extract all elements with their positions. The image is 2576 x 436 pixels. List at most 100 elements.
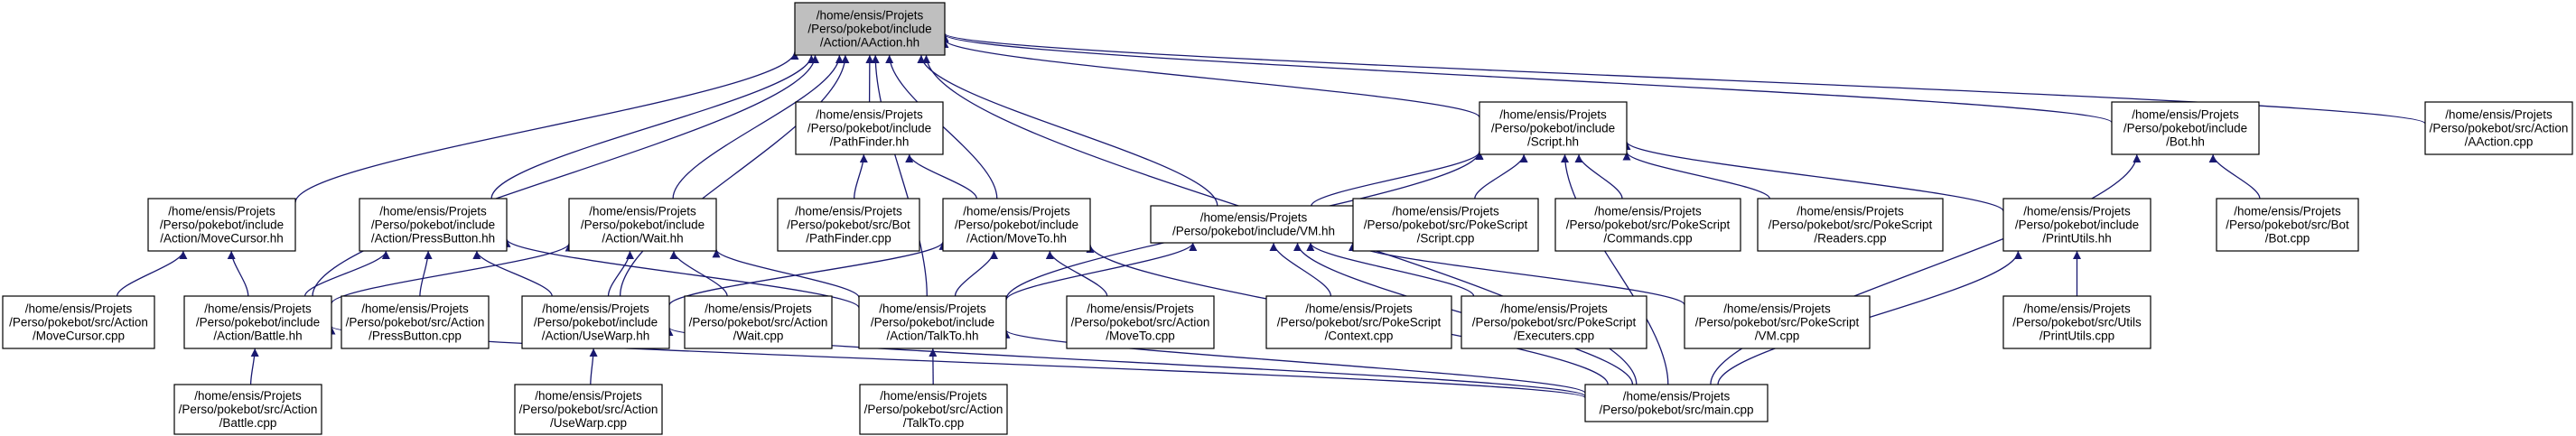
node-label-line: /home/ensis/Projets — [880, 389, 987, 403]
node-label-line: /Perso/pokebot/src/Action — [2430, 122, 2569, 135]
node-usewarp-hh[interactable]: /home/ensis/Projets/Perso/pokebot/includ… — [521, 295, 670, 349]
edge-usewarp-hh-to-wait-hh — [607, 250, 634, 297]
edge-context-cpp-to-vm-hh — [1269, 242, 1332, 297]
node-box — [1584, 384, 1769, 422]
node-pathfinder-hh[interactable]: /home/ensis/Projets/Perso/pokebot/includ… — [795, 101, 944, 155]
node-box — [1461, 295, 1647, 349]
edge-usewarp-cpp-to-usewarp-hh — [589, 348, 598, 385]
edge-battle-cpp-to-battle-hh — [249, 348, 259, 385]
node-label-line: /Action/AAction.hh — [820, 36, 919, 50]
edge-talkto-hh-to-moveto-hh — [954, 250, 998, 297]
node-label-line: /home/ensis/Projets — [879, 302, 986, 316]
node-box — [147, 198, 296, 252]
node-label-line: /TalkTo.cpp — [903, 416, 965, 430]
edge-talkto-hh-to-aaction-hh — [871, 54, 928, 297]
edge-pressbutton-cpp-to-pressbutton-hh — [419, 250, 433, 297]
node-label-line: /PathFinder.hh — [830, 135, 910, 149]
node-label-line: /home/ensis/Projets — [816, 108, 923, 122]
edge-main-cpp-to-talkto-hh — [1002, 329, 1586, 394]
node-label-line: /Perso/pokebot/include — [2015, 218, 2139, 232]
edge-bot-hh-to-aaction-hh — [940, 33, 2113, 124]
node-printutils-cpp[interactable]: /home/ensis/Projets/Perso/pokebot/src/Ut… — [2002, 295, 2151, 349]
node-label-line: /Perso/pokebot/include — [871, 316, 994, 329]
node-label-line: /Perso/pokebot/src/main.cpp — [1599, 404, 1753, 417]
node-wait-hh[interactable]: /home/ensis/Projets/Perso/pokebot/includ… — [568, 198, 717, 252]
node-box — [341, 295, 490, 349]
node-label-line: /Perso/pokebot/src/Action — [689, 316, 828, 329]
edge-script-hh-to-aaction-hh — [940, 39, 1480, 118]
node-box — [183, 295, 332, 349]
node-pressbutton-hh[interactable]: /home/ensis/Projets/Perso/pokebot/includ… — [359, 198, 508, 252]
node-label-line: /Perso/pokebot/src/Action — [519, 403, 658, 416]
node-battle-hh[interactable]: /home/ensis/Projets/Perso/pokebot/includ… — [183, 295, 332, 349]
node-box — [1757, 198, 1944, 252]
node-label-line: /Perso/pokebot/src/Utils — [2012, 316, 2142, 329]
node-label-line: /Perso/pokebot/src/Action — [1071, 316, 1210, 329]
node-label-line: /home/ensis/Projets — [2023, 205, 2131, 218]
node-label-line: /Perso/pokebot/include — [807, 122, 931, 135]
node-box — [1066, 295, 1215, 349]
node-moveto-cpp[interactable]: /home/ensis/Projets/Perso/pokebot/src/Ac… — [1066, 295, 1215, 349]
node-box — [2111, 101, 2260, 155]
node-vm-hh[interactable]: /home/ensis/Projets/Perso/pokebot/includ… — [1150, 205, 1358, 244]
node-executers-cpp[interactable]: /home/ensis/Projets/Perso/pokebot/src/Po… — [1461, 295, 1647, 349]
node-label-line: /Perso/pokebot/src/PokeScript — [1277, 316, 1442, 329]
node-box — [1265, 295, 1452, 349]
edge-talkto-hh-to-pressbutton-hh — [502, 238, 860, 309]
node-script-hh[interactable]: /home/ensis/Projets/Perso/pokebot/includ… — [1479, 101, 1628, 155]
node-label-line: /Script.cpp — [1417, 232, 1475, 246]
node-movecursor-hh[interactable]: /home/ensis/Projets/Perso/pokebot/includ… — [147, 198, 296, 252]
node-context-cpp[interactable]: /home/ensis/Projets/Perso/pokebot/src/Po… — [1265, 295, 1452, 349]
node-main-cpp[interactable]: /home/ensis/Projets/Perso/pokebot/src/ma… — [1584, 384, 1769, 422]
node-label-line: /Perso/pokebot/include — [955, 218, 1078, 232]
edge-readers-cpp-to-script-hh — [1622, 152, 1770, 199]
node-box — [1554, 198, 1741, 252]
node-label-line: /Perso/pokebot/src/PokeScript — [1695, 316, 1860, 329]
edge-usewarp-hh-to-moveto-hh — [668, 241, 947, 306]
node-label-line: /home/ensis/Projets — [705, 302, 812, 316]
node-label-line: /home/ensis/Projets — [1594, 205, 1702, 218]
node-label-line: /PressButton.cpp — [369, 329, 462, 343]
edge-talkto-hh-to-wait-hh — [712, 249, 860, 298]
node-aaction-cpp[interactable]: /home/ensis/Projets/Perso/pokebot/src/Ac… — [2424, 101, 2573, 155]
node-label-line: /home/ensis/Projets — [535, 389, 642, 403]
node-label-line: /home/ensis/Projets — [1200, 211, 1308, 225]
node-aaction-hh[interactable]: /home/ensis/Projets/Perso/pokebot/includ… — [794, 2, 946, 56]
node-vm-cpp[interactable]: /home/ensis/Projets/Perso/pokebot/src/Po… — [1684, 295, 1871, 349]
node-label-line: /home/ensis/Projets — [361, 302, 469, 316]
edge-wait-cpp-to-wait-hh — [669, 250, 728, 297]
node-moveto-hh[interactable]: /home/ensis/Projets/Perso/pokebot/includ… — [942, 198, 1091, 252]
node-label-line: /home/ensis/Projets — [2445, 108, 2553, 122]
node-box — [858, 295, 1007, 349]
edge-executers-cpp-to-vm-hh — [1306, 242, 1475, 297]
node-wait-cpp[interactable]: /home/ensis/Projets/Perso/pokebot/src/Ac… — [684, 295, 833, 349]
node-commands-cpp[interactable]: /home/ensis/Projets/Perso/pokebot/src/Po… — [1554, 198, 1741, 252]
node-readers-cpp[interactable]: /home/ensis/Projets/Perso/pokebot/src/Po… — [1757, 198, 1944, 252]
node-label-line: /Perso/pokebot/include — [581, 218, 705, 232]
node-talkto-cpp[interactable]: /home/ensis/Projets/Perso/pokebot/src/Ac… — [859, 384, 1008, 435]
node-label-line: /Perso/pokebot/src/Bot — [2226, 218, 2349, 232]
node-label-line: /Action/Wait.hh — [602, 232, 683, 246]
node-label-line: /PathFinder.cpp — [806, 232, 891, 246]
node-usewarp-cpp[interactable]: /home/ensis/Projets/Perso/pokebot/src/Ac… — [514, 384, 663, 435]
node-bot-cpp[interactable]: /home/ensis/Projets/Perso/pokebot/src/Bo… — [2216, 198, 2359, 252]
node-label-line: /home/ensis/Projets — [168, 205, 275, 218]
node-box — [2002, 295, 2151, 349]
node-printutils-hh[interactable]: /home/ensis/Projets/Perso/pokebot/includ… — [2002, 198, 2151, 252]
node-bot-hh[interactable]: /home/ensis/Projets/Perso/pokebot/includ… — [2111, 101, 2260, 155]
edge-main-cpp-to-bot-hh — [1710, 153, 2142, 385]
node-label-line: /Action/Battle.hh — [213, 329, 302, 343]
node-pathfinder-cpp[interactable]: /home/ensis/Projets/Perso/pokebot/src/Bo… — [777, 198, 920, 252]
node-box — [2216, 198, 2359, 252]
node-battle-cpp[interactable]: /home/ensis/Projets/Perso/pokebot/src/Ac… — [173, 384, 322, 435]
node-talkto-hh[interactable]: /home/ensis/Projets/Perso/pokebot/includ… — [858, 295, 1007, 349]
node-movecursor-cpp[interactable]: /home/ensis/Projets/Perso/pokebot/src/Ac… — [2, 295, 155, 349]
node-box — [521, 295, 670, 349]
node-script-cpp[interactable]: /home/ensis/Projets/Perso/pokebot/src/Po… — [1352, 198, 1539, 252]
edge-vm-hh-to-script-hh — [1311, 151, 1484, 207]
edge-script-cpp-to-script-hh — [1474, 153, 1528, 199]
node-label-line: /Perso/pokebot/src/PokeScript — [1769, 218, 1933, 232]
node-pressbutton-cpp[interactable]: /home/ensis/Projets/Perso/pokebot/src/Ac… — [341, 295, 490, 349]
node-label-line: /Perso/pokebot/include — [2123, 122, 2247, 135]
